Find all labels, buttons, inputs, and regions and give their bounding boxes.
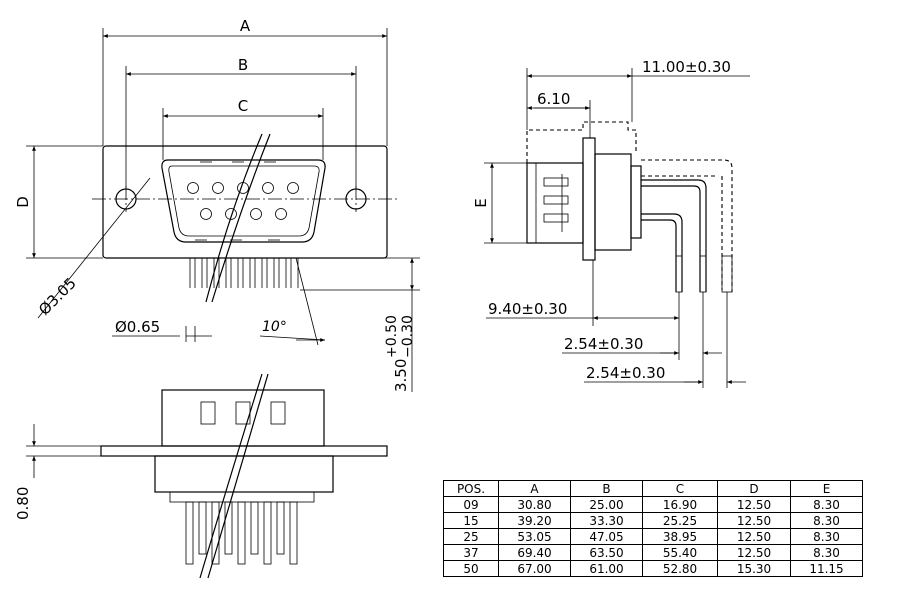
table-cell: 50: [443, 560, 499, 577]
pin-length-nominal-label: 3.50: [392, 359, 410, 392]
table-header-cell: E: [790, 480, 863, 497]
table-cell: 67.00: [498, 560, 571, 577]
table-row: 25 53.05 47.05 38.95 12.50 8.30: [443, 528, 863, 545]
table-cell: 8.30: [790, 528, 863, 545]
front-flange: [102, 145, 388, 259]
table-cell: 12.50: [717, 544, 791, 561]
table-cell: 12.50: [717, 496, 791, 513]
flange-thickness-label: 0.80: [14, 487, 32, 520]
table-cell: 38.95: [642, 528, 718, 545]
bottom-view: [26, 373, 388, 579]
table-header-cell: POS.: [443, 480, 499, 497]
front-depth-label: 6.10: [537, 90, 570, 108]
pin-length-plus-label: +0.50: [384, 315, 400, 358]
side-flange: [582, 137, 596, 261]
table-row: 09 30.80 25.00 16.90 12.50 8.30: [443, 496, 863, 513]
pin-length-minus-label: −0.30: [400, 315, 416, 358]
table-cell: 53.05: [498, 528, 571, 545]
front-break-line: [211, 133, 271, 303]
bottom-pins: [185, 501, 298, 565]
dim-c-label: C: [238, 97, 248, 115]
table-cell: 37: [443, 544, 499, 561]
table-cell: 15.30: [717, 560, 791, 577]
table-header-cell: B: [570, 480, 643, 497]
table-cell: 63.50: [570, 544, 643, 561]
table-cell: 8.30: [790, 544, 863, 561]
dim-a-label: A: [240, 17, 251, 35]
table-cell: 47.05: [570, 528, 643, 545]
table-cell: 25.00: [570, 496, 643, 513]
hole-dia-leader: [37, 177, 151, 319]
front-pins: [189, 258, 299, 288]
table-cell: 8.30: [790, 496, 863, 513]
table-cell: 39.20: [498, 512, 571, 529]
table-header-cell: C: [642, 480, 718, 497]
side-front-shell: [526, 162, 584, 244]
pin-dia-label: Ø0.65: [115, 318, 160, 336]
table-cell: 09: [443, 496, 499, 513]
table-cell: 61.00: [570, 560, 643, 577]
table-header-row: POS. A B C D E: [443, 480, 863, 497]
dim-d-label: D: [14, 196, 32, 208]
pitch-1-label: 2.54±0.30: [564, 335, 643, 353]
table-cell: 8.30: [790, 512, 863, 529]
table-cell: 52.80: [642, 560, 718, 577]
overall-depth-label: 11.00±0.30: [642, 58, 731, 76]
table-cell: 30.80: [498, 496, 571, 513]
side-view: [484, 68, 750, 388]
table-cell: 12.50: [717, 528, 791, 545]
side-pin-inner: [641, 213, 683, 292]
table-cell: 25: [443, 528, 499, 545]
pin-offset-label: 9.40±0.30: [488, 300, 567, 318]
front-contacts: [187, 182, 299, 220]
table-cell: 12.50: [717, 512, 791, 529]
table-cell: 69.40: [498, 544, 571, 561]
dim-e-label: E: [472, 198, 490, 207]
bottom-d-body: [161, 389, 325, 447]
hole-dia-label: Ø3.05: [35, 274, 80, 319]
table-cell: 11.15: [790, 560, 863, 577]
table-row: 37 69.40 63.50 55.40 12.50 8.30: [443, 544, 863, 561]
table-cell: 16.90: [642, 496, 718, 513]
front-d-shell: [161, 159, 326, 243]
table-header-cell: A: [498, 480, 571, 497]
dimension-table: POS. A B C D E 09 30.80 25.00 16.90 12.5…: [443, 480, 863, 577]
table-row: 50 67.00 61.00 52.80 15.30 11.15: [443, 560, 863, 577]
pitch-2-label: 2.54±0.30: [586, 364, 665, 382]
table-cell: 15: [443, 512, 499, 529]
table-body: 09 30.80 25.00 16.90 12.50 8.30 15 39.20…: [443, 496, 863, 577]
table-cell: 25.25: [642, 512, 718, 529]
dim-b-label: B: [238, 56, 248, 74]
angle-label: 10°: [262, 319, 287, 335]
table-cell: 55.40: [642, 544, 718, 561]
table-row: 15 39.20 33.30 25.25 12.50 8.30: [443, 512, 863, 529]
front-view: [26, 28, 420, 392]
table-cell: 33.30: [570, 512, 643, 529]
side-pin-outer: [641, 179, 707, 292]
table-header-cell: D: [717, 480, 791, 497]
